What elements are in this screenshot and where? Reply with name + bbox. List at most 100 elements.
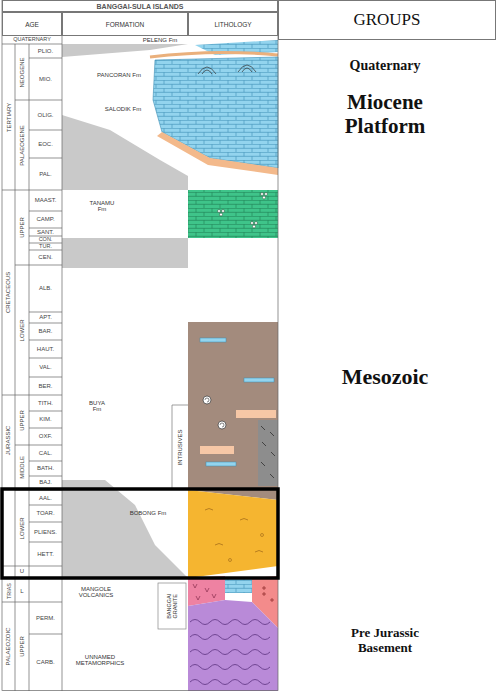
table-grid (2, 190, 62, 602)
tanamu-limestone (255, 222, 258, 225)
age-label: OLIG. (29, 112, 62, 118)
intrusives-bracket (172, 405, 188, 489)
bobong-clastics (188, 490, 278, 578)
tanamu-limestone (188, 190, 278, 238)
tanamu-limestone (222, 210, 225, 213)
rotated-cell: JURASSIC (2, 395, 15, 486)
age-label: OXF. (29, 433, 62, 439)
bobong-clastics (261, 534, 264, 537)
age-label: U (15, 568, 29, 574)
header-text: AGE (25, 21, 39, 28)
rotated-cell: UPPER (15, 602, 29, 691)
rotated-cell: INTRUSIVES (172, 406, 188, 488)
tanamu-limestone (265, 193, 268, 196)
header-text: LITHOLOGY (214, 21, 251, 28)
limestone-platform (157, 132, 278, 175)
age-label: VAL. (29, 364, 62, 370)
age-label: L (15, 588, 29, 594)
header-text: BANGGAI-SULA ISLANDS (97, 3, 184, 10)
rotated-cell: PALAEOGENE (15, 100, 29, 190)
buya-shale (261, 426, 275, 478)
buya-shale (200, 446, 234, 454)
age-label: CEN. (29, 254, 62, 260)
age-label: HAUT. (29, 346, 62, 352)
formation-name: INTRUSIVES (177, 407, 184, 487)
age-label: UPPER (19, 191, 26, 264)
age-label: CRETACEOUS (5, 191, 12, 394)
age-label: LOWER (19, 492, 26, 565)
tanamu-limestone (218, 210, 221, 213)
bobong-clastics (229, 559, 232, 562)
age-label: TUR. (29, 244, 62, 250)
bobong-clastics (188, 490, 278, 578)
rotated-cell: NEOGENE (15, 44, 29, 100)
intrusives-bracket (172, 405, 188, 489)
header-text: GROUPS (353, 10, 420, 30)
age-label: PERM. (29, 615, 62, 621)
tanamu-limestone (220, 213, 223, 216)
age-label: AAL. (29, 495, 62, 501)
age-label: PALAEOZOIC (5, 603, 12, 690)
age-label: QUATERNARY (2, 37, 62, 43)
tanamu-limestone (218, 193, 268, 229)
age-label: UPPER (19, 603, 26, 690)
rotated-cell: LOWER (15, 491, 29, 566)
buya-shale (203, 396, 211, 404)
table-grid (2, 36, 62, 691)
rotated-cell: TERTIARY (2, 44, 15, 190)
column-header: AGE (2, 12, 62, 36)
age-label: PLIO. (29, 48, 62, 54)
age-label: TRIAS (5, 581, 11, 601)
age-label: NEOGENE (19, 45, 26, 99)
buya-shale (205, 398, 209, 402)
buya-shale (188, 322, 278, 500)
buya-shale (188, 322, 278, 500)
age-label: EOC. (29, 141, 62, 147)
table-grid (2, 1, 278, 691)
age-label: SANT. (29, 229, 62, 235)
rotated-cell: CRETACEOUS (2, 190, 15, 395)
age-label: TOAR. (29, 510, 62, 516)
formation-name: UNNAMED METAMORPHICS (64, 654, 136, 667)
group-name: Miocene Platform (320, 90, 450, 138)
tanamu-limestone (251, 222, 254, 225)
formation-name: TANAMU Fm (85, 200, 119, 213)
formation-name: MANGOLE VOLCANICS (66, 586, 126, 599)
age-label: CON. (29, 237, 62, 243)
age-label: MAAST. (29, 197, 62, 203)
rotated-cell: PALAEOZOIC (2, 602, 15, 691)
rotated-cell: TRIAS (2, 580, 15, 602)
age-label: UPPER (19, 396, 26, 444)
formation-name: BOBONG Fm (122, 510, 174, 516)
age-label: LOWER (19, 266, 26, 394)
basement-rocks (158, 576, 278, 691)
rotated-cell: MIDDLE (15, 445, 29, 490)
age-label: PALAEOGENE (19, 101, 26, 189)
group-name: Pre Jurassic Basement (335, 626, 435, 656)
age-label: CAL. (29, 450, 62, 456)
limestone-platform (153, 57, 278, 175)
age-label: TITH. (29, 400, 62, 406)
age-label: JURASSIC (5, 396, 12, 485)
buya-shale (244, 378, 274, 382)
age-label: MIDDLE (19, 446, 26, 489)
tanamu-limestone (253, 225, 256, 228)
rotated-cell: UPPER (15, 190, 29, 265)
age-label: APT. (29, 314, 62, 320)
basement-rocks (190, 620, 270, 685)
age-label: PAL. (29, 171, 62, 177)
buya-shale (200, 338, 226, 342)
basement-rocks (193, 584, 216, 600)
rotated-cell: LOWER (15, 265, 29, 395)
formation-name: BANGGAI GRANITE (166, 587, 179, 625)
header-text: FORMATION (106, 21, 145, 28)
basement-rocks (158, 583, 186, 629)
limestone-platform (198, 65, 256, 74)
limestone-platform (153, 57, 278, 168)
basement-rocks (262, 586, 274, 602)
hiatus-grey (62, 480, 188, 578)
age-label: PLIENS. (29, 529, 62, 535)
table-grid (2, 1, 278, 691)
buya-shale (220, 423, 224, 427)
basement-rocks (188, 600, 278, 691)
